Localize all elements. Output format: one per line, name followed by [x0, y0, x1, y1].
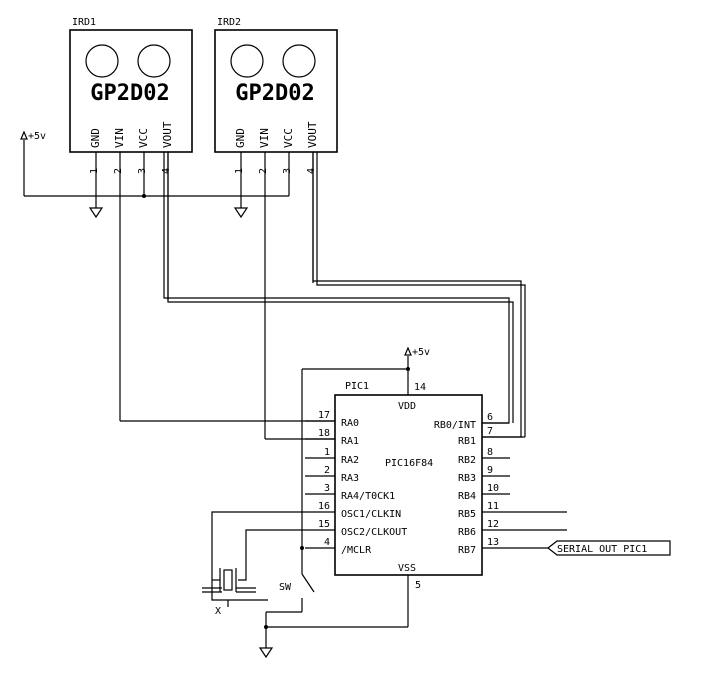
- sensor-ird1-pinnum-2: 2: [113, 168, 124, 174]
- sensor-ird1-pinnum-3: 3: [137, 168, 148, 174]
- sensor-ird2-pin-vout: VOUT: [306, 121, 319, 148]
- sensor-ird2-pin-vin: VIN: [258, 128, 271, 148]
- pic-supply-label: +5v: [412, 347, 430, 358]
- sensor-grounds: [88, 207, 249, 219]
- vin-wires: [120, 420, 335, 440]
- pic-pin-osc1: OSC1/CLKIN: [341, 509, 401, 520]
- sensor-ird1-emitter-lens: [85, 44, 119, 78]
- pic-pinnum-15: 15: [318, 519, 330, 530]
- sensor-ird2-pinnum-4: 4: [306, 168, 317, 174]
- sensor-ird2-pinnum-2: 2: [258, 168, 269, 174]
- pic-pinnum-2: 2: [324, 465, 330, 476]
- pic-pinnum-16: 16: [318, 501, 330, 512]
- pic-pinnum-10: 10: [487, 483, 499, 494]
- pic-pinnum-3: 3: [324, 483, 330, 494]
- pic-pin-ra3: RA3: [341, 473, 359, 484]
- serial-out: SERIAL OUT PIC1: [547, 540, 671, 556]
- pic-pin-ra2: RA2: [341, 455, 359, 466]
- pic-pinnum-17: 17: [318, 410, 330, 421]
- sensor-ird2-pin-gnd: GND: [234, 128, 247, 148]
- sensor-ird1-pinnum-4: 4: [161, 168, 172, 174]
- pic-pin-rb4: RB4: [458, 491, 476, 502]
- supply-arrow-icon: [404, 346, 412, 356]
- sensor-ird2-model: GP2D02: [235, 81, 314, 106]
- sensor-ird2-emitter-lens: [230, 44, 264, 78]
- pic-pin-ra4: RA4/T0CK1: [341, 491, 395, 502]
- sensor-ird2-ref: IRD2: [217, 17, 241, 28]
- pic-pin-rb0: RB0/INT: [434, 420, 476, 431]
- supply-arrow-icon: [20, 130, 28, 140]
- pic-vss-label: VSS: [398, 563, 416, 574]
- pic-pinnum-4: 4: [324, 537, 330, 548]
- pic-pin-rb7: RB7: [458, 545, 476, 556]
- pic-right-pins: RB0/INT RB1 RB2 RB3 RB4 RB5 RB6 RB7 6 7 …: [434, 412, 567, 556]
- pic-pinnum-7: 7: [487, 426, 493, 437]
- sensor-ird2-pinnum-1: 1: [234, 168, 245, 174]
- sensor-ird2-body: [214, 29, 338, 153]
- sensor-ird1-model: GP2D02: [90, 81, 169, 106]
- pic-pinnum-18: 18: [318, 428, 330, 439]
- pic-vdd-num: 14: [414, 382, 426, 393]
- sensor-supply-label: +5v: [28, 131, 46, 142]
- pic-pin-rb3: RB3: [458, 473, 476, 484]
- sensor-ird1-ref: IRD1: [72, 17, 96, 28]
- pic-supply: +5v: [300, 346, 430, 550]
- sensor-ird2-receiver-lens: [282, 44, 316, 78]
- crystal-label: X: [215, 606, 221, 617]
- sensor-ird2-pin-vcc: VCC: [282, 128, 295, 148]
- reset-switch: SW: [279, 548, 315, 612]
- pic-pin-mclr: /MCLR: [341, 545, 372, 556]
- pic-pin-osc2: OSC2/CLKOUT: [341, 527, 407, 538]
- pic-vdd-label: VDD: [398, 401, 416, 412]
- sensor-ird2: IRD2 GP2D02 GND VIN VCC VOUT 1 2 3 4: [214, 17, 338, 174]
- pic-pinnum-13: 13: [487, 537, 499, 548]
- pic-left-pins: RA0 RA1 RA2 RA3 RA4/T0CK1 OSC1/CLKIN OSC…: [305, 410, 407, 556]
- sensor-ird1-body: [69, 29, 193, 153]
- pic-vss-num: 5: [415, 580, 421, 591]
- pic-pinnum-1: 1: [324, 447, 330, 458]
- pic-pin-rb1: RB1: [458, 436, 476, 447]
- pic-pin-rb6: RB6: [458, 527, 476, 538]
- pic-pinnum-11: 11: [487, 501, 499, 512]
- pic-pin-rb2: RB2: [458, 455, 476, 466]
- serial-out-flag: [547, 540, 671, 556]
- ground-icon: [233, 207, 249, 219]
- sensor-ird1-pin-vout: VOUT: [161, 121, 174, 148]
- sensor-ird1: IRD1 GP2D02 GND VIN VCC VOUT 1 2 3 4: [69, 17, 193, 174]
- pic-mcu: PIC1 PIC16F84 VDD 14 VSS 5 RA0 RA1 RA2 R…: [305, 381, 567, 591]
- pic-pin-ra0: RA0: [341, 418, 359, 429]
- sensor-ird1-pin-vcc: VCC: [137, 128, 150, 148]
- ground-icon: [258, 647, 274, 659]
- pic-ground-bus: [258, 575, 409, 659]
- pic-pinnum-6: 6: [487, 412, 493, 423]
- ground-icon: [88, 207, 104, 219]
- sensor-ird1-pinnum-1: 1: [89, 168, 100, 174]
- pic-ref: PIC1: [345, 381, 369, 392]
- sensor-ird1-pin-gnd: GND: [89, 128, 102, 148]
- sensor-ird2-pinnum-3: 3: [282, 168, 293, 174]
- serial-out-label: SERIAL OUT PIC1: [557, 544, 647, 555]
- sensor-pin-leads: [95, 152, 314, 439]
- pic-part: PIC16F84: [385, 458, 433, 469]
- pic-pinnum-8: 8: [487, 447, 493, 458]
- sensor-ird1-receiver-lens: [137, 44, 171, 78]
- pic-pin-rb5: RB5: [458, 509, 476, 520]
- pic-pin-ra1: RA1: [341, 436, 359, 447]
- sensor-ird1-pin-vin: VIN: [113, 128, 126, 148]
- pic-pinnum-9: 9: [487, 465, 493, 476]
- sensor-supply-rail: +5v: [20, 130, 289, 198]
- switch-label: SW: [279, 582, 292, 593]
- crystal-oscillator: X: [202, 511, 305, 617]
- junction-dot: [142, 194, 146, 198]
- pic-pinnum-12: 12: [487, 519, 499, 530]
